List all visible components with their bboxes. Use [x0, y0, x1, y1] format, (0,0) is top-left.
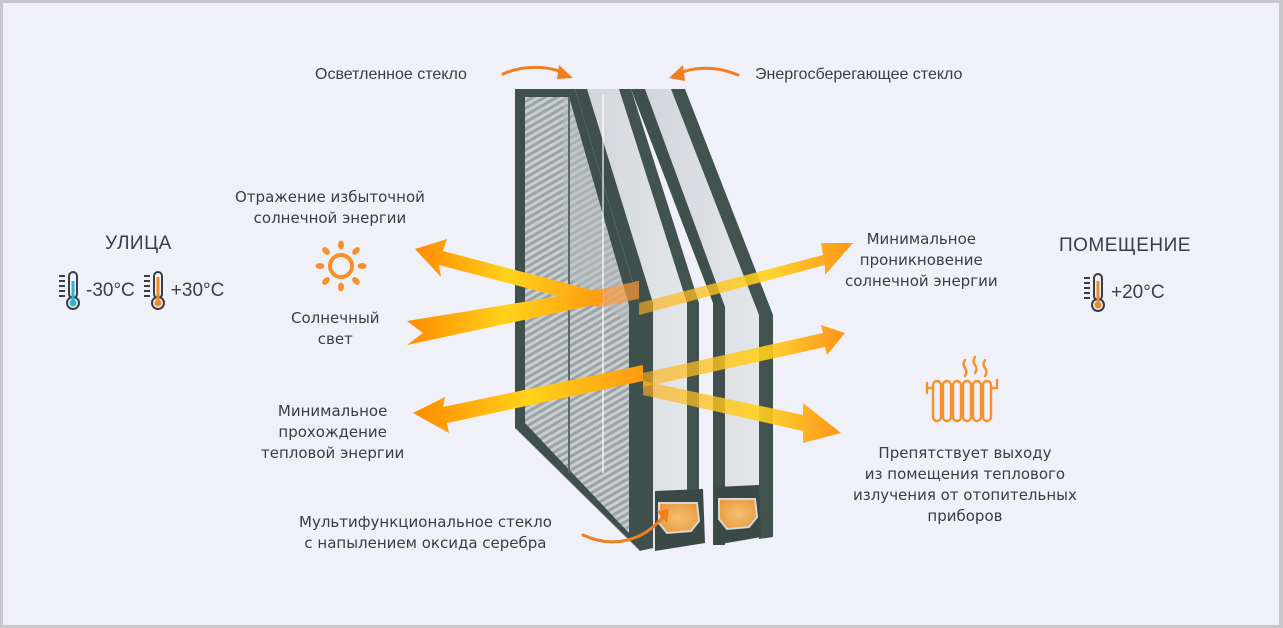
thermometer-warm-icon [1083, 273, 1109, 313]
double-glazing-illustration [315, 65, 999, 552]
tinted-glass-label: Осветленное стекло [315, 66, 467, 83]
thermometer-hot-icon [143, 271, 169, 311]
heat-loss-arrow [413, 365, 643, 433]
outside-temp-hot: +30°C [170, 280, 225, 301]
callout-arrow-energy-saving [669, 65, 740, 81]
sunlight-arrow [407, 280, 639, 345]
thermometer-cold-icon [58, 271, 84, 311]
outside-temp-cold: -30°C [86, 280, 135, 301]
inside-heading: ПОМЕЩЕНИЕ [1059, 235, 1191, 256]
light-beams [407, 239, 853, 443]
min-heat-pass-label: Минимальное прохождение тепловой энергии [261, 402, 405, 462]
reflection-label: Отражение избыточной солнечной энергии [235, 188, 425, 227]
inside-temp: +20°C [1111, 282, 1165, 303]
diagram-canvas: Осветленное стекло Энергосберегающее сте… [3, 3, 1279, 625]
room-heat-arrow-lower [643, 381, 841, 443]
energy-saving-glass-label: Энергосберегающее стекло [755, 66, 963, 83]
tinted-glass-pane [515, 89, 639, 551]
multifunctional-glass-label: Мультифункциональное стекло с напылением… [299, 513, 552, 552]
room-heat-arrow-upper [643, 325, 845, 387]
reflection-arrow [415, 239, 603, 307]
sun-icon [315, 240, 367, 292]
radiator-icon [925, 355, 999, 423]
min-solar-penetration-label: Минимальное проникновение солнечной энер… [845, 230, 998, 290]
outside-heading: УЛИЦА [105, 233, 172, 254]
sunlight-label: Солнечный свет [291, 309, 380, 348]
callout-arrow-multifunctional [581, 509, 669, 544]
outside-temperatures: -30°C +30°C [58, 271, 224, 311]
prevents-heat-loss-label: Препятствует выходу из помещения теплово… [853, 444, 1077, 525]
solar-penetration-arrow [639, 243, 853, 315]
callout-arrow-tinted [501, 65, 573, 79]
inside-temperatures: +20°C [1083, 273, 1165, 313]
